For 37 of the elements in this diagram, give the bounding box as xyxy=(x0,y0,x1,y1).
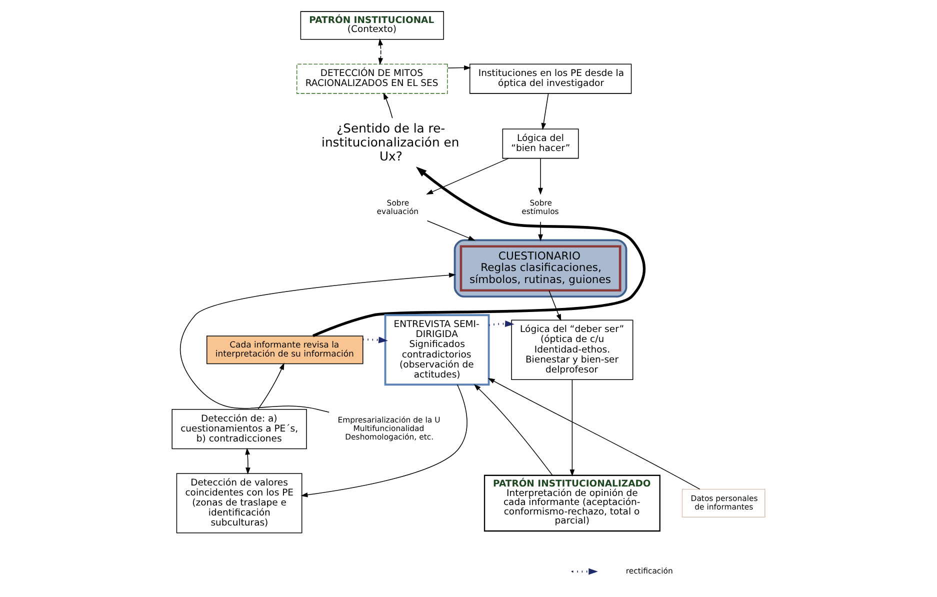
arrow xyxy=(426,220,476,241)
arrow xyxy=(488,378,700,490)
node-text: Sobre evaluación xyxy=(376,198,419,216)
node-box: PATRÓN INSTITUCIONALIZADO Interpretación de opinión de cada informante (aceptación-conformismo-rechazo, total o parcial) xyxy=(484,474,660,532)
node-box: Instituciones en los PE desde la óptica del investigador xyxy=(469,64,632,94)
node-text: Empresarialización de la U Multifuncionalidad Deshomologación, etc. xyxy=(338,415,440,442)
arrow xyxy=(378,38,384,65)
legend-label: rectificación xyxy=(626,566,673,576)
arrow xyxy=(312,166,646,338)
arrow xyxy=(538,158,543,195)
arrow xyxy=(180,272,456,413)
node-box: Detección de valores coincidentes con los PE (zonas de traslape e identificación subculturas) xyxy=(176,473,302,534)
node-box: ENTREVISTA SEMI-DIRIGIDA Significados contradictorios (observación de actitudes) xyxy=(384,314,490,386)
arrow xyxy=(363,336,388,344)
arrow xyxy=(541,93,549,130)
node-box: Lógica del “deber ser” (óptica de c/u Identidad-ethos. Bienestar y bien-ser delprofesor xyxy=(511,320,634,380)
node-box: Detección de: a) cuestionamientos a PE´s, b) contradicciones xyxy=(172,408,307,450)
node-box: Lógica del “bien hacer” xyxy=(502,128,579,159)
cluster xyxy=(454,239,628,298)
node-box: Cada informante revisa la interpretación de su información xyxy=(206,336,364,364)
arrow xyxy=(426,158,509,194)
arrow xyxy=(538,222,543,242)
arrow xyxy=(258,362,284,410)
node-text: ¿Sentido de la re-institucionalización en Ux? xyxy=(322,122,460,164)
node-box: Datos personales de informantes xyxy=(682,488,766,518)
arrow xyxy=(245,448,250,474)
node-box: DETECCIÓN DE MITOS RACIONALIZADOS EN EL SES xyxy=(296,64,448,94)
arrow xyxy=(447,65,472,70)
node-text: Sobre estímulos xyxy=(522,198,559,216)
arrow xyxy=(383,92,393,119)
arrow xyxy=(300,384,468,498)
arrow xyxy=(570,380,575,476)
node-box: PATRÓN INSTITUCIONAL (Contexto) xyxy=(300,11,444,40)
arrow xyxy=(474,384,553,476)
node-box: CUESTIONARIO Reglas clasificaciones, símbolos, rutinas, guiones xyxy=(460,245,622,292)
arrow xyxy=(548,290,562,322)
arrow xyxy=(488,320,514,328)
